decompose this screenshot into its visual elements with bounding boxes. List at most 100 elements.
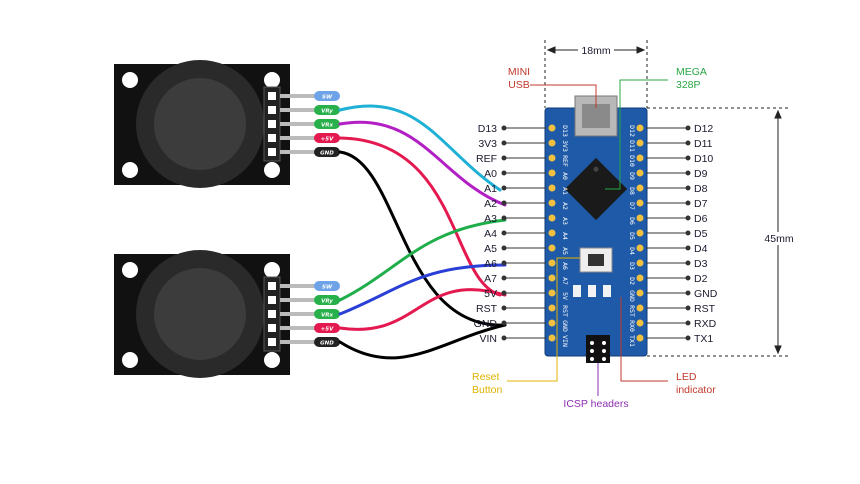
- mount-hole: [122, 72, 138, 88]
- callout-icsp-headers: ICSP headers: [563, 363, 629, 410]
- pin-label-d8: D8: [694, 183, 708, 195]
- pin-label-a7: A7: [484, 273, 497, 285]
- joy1-pin-vrx: VRx: [321, 123, 333, 129]
- pin-leader-lines: [501, 125, 691, 341]
- leader-dot: [685, 275, 691, 281]
- svg-text:D7: D7: [628, 202, 636, 210]
- callout-reset-button: Reset Button: [472, 257, 580, 396]
- svg-text:5V: 5V: [561, 292, 569, 300]
- leader-dot: [685, 305, 691, 311]
- svg-text:A3: A3: [561, 217, 569, 225]
- leader-dot: [685, 125, 691, 131]
- leader-dot: [685, 215, 691, 221]
- svg-text:RX0: RX0: [628, 320, 636, 332]
- joy2-pin-vry: VRy: [321, 299, 333, 305]
- svg-text:D8: D8: [628, 187, 636, 195]
- svg-text:indicator: indicator: [676, 384, 716, 396]
- leader-dot: [501, 335, 507, 341]
- callout-led-indicator: LED indicator: [620, 297, 716, 396]
- svg-text:D9: D9: [628, 172, 636, 180]
- leader-dot: [501, 275, 507, 281]
- leader-dot: [501, 170, 507, 176]
- pin-label-5v: 5V: [484, 288, 497, 300]
- wire-j1-vry: [338, 104, 502, 192]
- svg-text:D11: D11: [628, 140, 636, 152]
- mount-hole: [264, 262, 280, 278]
- svg-text:MEGA: MEGA: [676, 66, 707, 78]
- icsp-header: [586, 335, 610, 363]
- leader-dot: [501, 140, 507, 146]
- pin-label-d7: D7: [694, 198, 708, 210]
- svg-text:Reset: Reset: [472, 371, 500, 383]
- silkscreen-left: D13 3V3 REF A0 A1 A2 A3 A4 A5 A6 A7 5V R…: [561, 125, 569, 347]
- mount-hole: [264, 162, 280, 178]
- pin-label-d6: D6: [694, 213, 708, 225]
- joystick-knob: [154, 78, 246, 170]
- svg-text:LED: LED: [676, 371, 697, 383]
- left-pin-labels: D13 3V3 REF A0 A1 A2 A3 A4 A5 A6 A7 5V R…: [474, 123, 498, 345]
- svg-text:RST: RST: [561, 305, 569, 317]
- svg-text:A7: A7: [561, 277, 569, 285]
- reset-button: [579, 247, 613, 273]
- mount-hole: [264, 352, 280, 368]
- pin-label-rst-left: RST: [476, 303, 498, 315]
- leader-dot: [501, 215, 507, 221]
- leader-dot: [501, 230, 507, 236]
- wire-j2-5v: [338, 288, 507, 331]
- svg-text:REF: REF: [561, 155, 569, 167]
- wire-j1-gnd: [338, 150, 507, 327]
- svg-text:TX1: TX1: [628, 335, 636, 347]
- joystick-module-2: SW VRy VRx +5V GND: [114, 250, 340, 378]
- svg-text:D12: D12: [628, 125, 636, 137]
- pin-label-d4: D4: [694, 243, 708, 255]
- mount-hole: [122, 352, 138, 368]
- mount-hole: [264, 72, 280, 88]
- pin-label-d12: D12: [694, 123, 713, 135]
- leader-dot: [685, 245, 691, 251]
- svg-text:A2: A2: [561, 202, 569, 210]
- wire-j1-5v: [338, 136, 502, 297]
- svg-text:328P: 328P: [676, 79, 701, 91]
- leader-dot: [501, 125, 507, 131]
- svg-text:D5: D5: [628, 232, 636, 240]
- mega328p-chip: [564, 157, 628, 221]
- pin-label-tx1: TX1: [694, 333, 713, 345]
- leader-dot: [685, 335, 691, 341]
- svg-text:D6: D6: [628, 217, 636, 225]
- svg-text:A4: A4: [561, 232, 569, 240]
- leader-dot: [685, 155, 691, 161]
- pin-label-d9: D9: [694, 168, 708, 180]
- leader-dot: [501, 200, 507, 206]
- wire-j1-vrx: [338, 120, 507, 207]
- svg-text:D4: D4: [628, 247, 636, 255]
- svg-text:A1: A1: [561, 187, 569, 195]
- pin-label-gnd-right: GND: [694, 288, 718, 300]
- leader-dot: [685, 200, 691, 206]
- pin-label-ref: REF: [476, 153, 497, 165]
- pin-label-d3: D3: [694, 258, 708, 270]
- wires: [338, 104, 507, 360]
- leader-dot: [501, 260, 507, 266]
- joystick-module-1: SW VRy VRx +5V GND: [114, 60, 340, 188]
- leader-dot: [685, 230, 691, 236]
- svg-text:GND: GND: [628, 290, 636, 302]
- svg-text:A0: A0: [561, 172, 569, 180]
- pin-label-a3: A3: [484, 213, 497, 225]
- pin-label-a6: A6: [484, 258, 497, 270]
- joy1-pin-gnd: GND: [320, 151, 334, 157]
- joy2-pin-sw: SW: [322, 285, 333, 291]
- pin-label-d10: D10: [694, 153, 713, 165]
- svg-text:MINI: MINI: [508, 66, 530, 78]
- leader-dot: [685, 260, 691, 266]
- pin-label-a5: A5: [484, 243, 497, 255]
- mount-hole: [122, 262, 138, 278]
- svg-text:D13: D13: [561, 125, 569, 137]
- svg-text:3V3: 3V3: [561, 140, 569, 152]
- svg-text:USB: USB: [508, 79, 530, 91]
- pin-label-a0: A0: [484, 168, 497, 180]
- svg-text:D2: D2: [628, 277, 636, 285]
- svg-text:A5: A5: [561, 247, 569, 255]
- leader-dot: [685, 170, 691, 176]
- callout-mega328p: MEGA 328P: [605, 66, 707, 190]
